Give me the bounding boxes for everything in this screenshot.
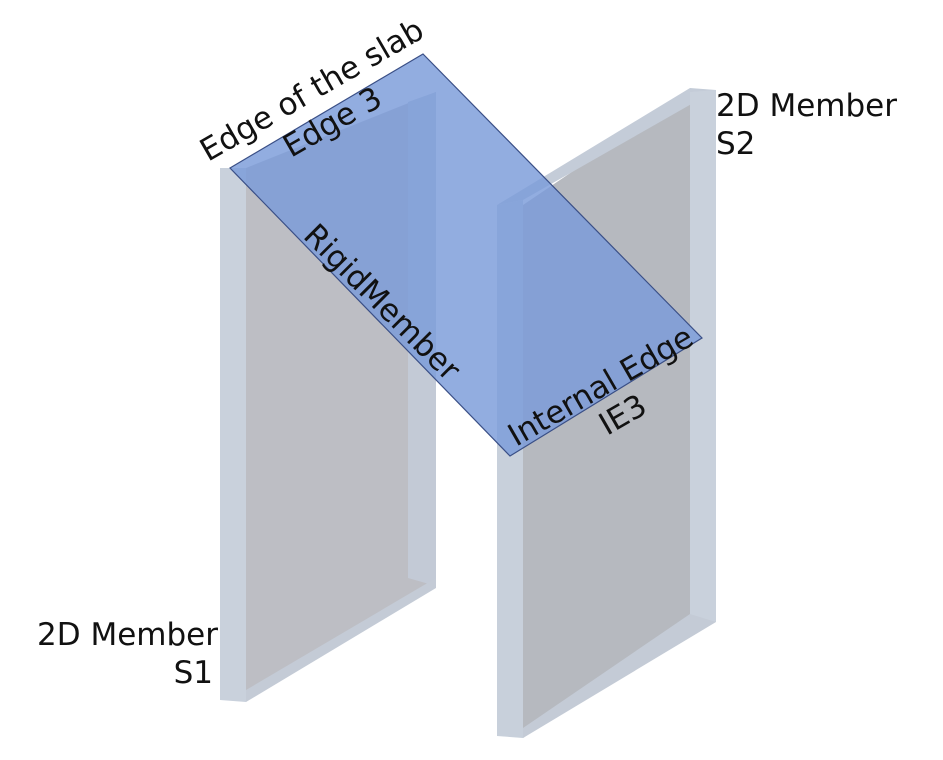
wall-s2-right-edge <box>690 90 716 624</box>
wall-s2-bottom-edge <box>523 614 716 738</box>
label-s1-line1: 2D Member <box>37 617 218 653</box>
wall-s1-bottom-edge <box>246 578 436 702</box>
label-s2-line2: S2 <box>716 126 755 162</box>
label-s1-line2: S1 <box>174 655 213 691</box>
slab-rigid-member <box>229 53 703 457</box>
wall-s2-top-edge <box>497 88 716 205</box>
wall-s1-front-edge <box>220 168 246 702</box>
label-s2-line1: 2D Member <box>716 88 897 124</box>
